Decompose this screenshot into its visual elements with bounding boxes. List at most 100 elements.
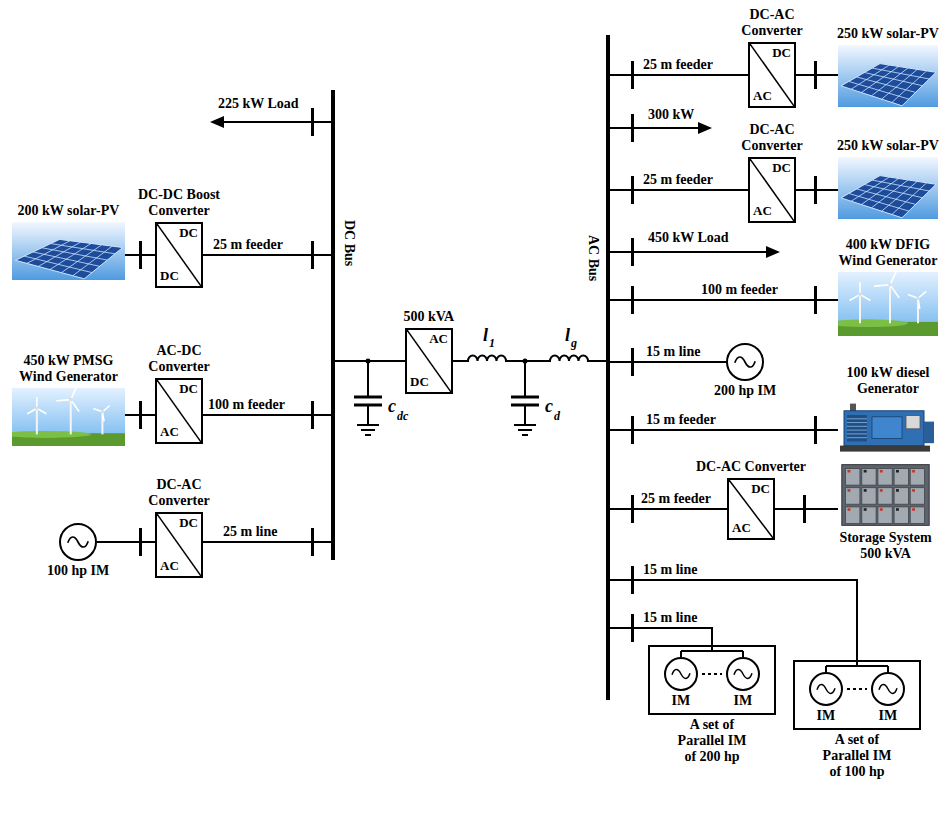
heading-label: 200 hp IM — [714, 383, 776, 399]
source-picture: 400 kW DFIG Wind Generator — [838, 272, 938, 336]
rect-shape — [311, 528, 314, 556]
source-picture: 200 kW solar-PV — [12, 222, 125, 280]
motor-group-box: A set of Parallel IM of 100 hpIMIM — [793, 660, 921, 730]
heading-label: IM — [734, 693, 753, 709]
polygon-shape — [698, 122, 712, 134]
line-shape — [847, 437, 867, 438]
rect-shape — [910, 469, 924, 486]
symbol-label: c — [545, 396, 553, 417]
line-shape — [847, 422, 867, 423]
rect-shape — [838, 45, 938, 107]
line-shape — [354, 396, 382, 399]
circle-shape — [858, 293, 862, 297]
feeder-line — [775, 508, 838, 510]
source-illustration — [12, 222, 125, 280]
path-shape — [548, 356, 590, 361]
port-label: AC — [732, 521, 751, 536]
heading-label: DC-AC Converter — [727, 122, 817, 154]
rect-shape — [311, 241, 314, 269]
line-shape — [859, 294, 861, 323]
circle-shape — [888, 283, 892, 287]
inductor-symbols — [466, 348, 590, 364]
rect-shape — [912, 470, 915, 473]
line-shape — [518, 429, 532, 431]
line-shape — [890, 272, 897, 285]
feeder-line — [97, 541, 155, 543]
port-label: DC — [772, 161, 791, 176]
bus-label: DC Bus — [341, 220, 357, 266]
rect-shape — [814, 286, 817, 314]
rect-shape — [864, 508, 867, 511]
diagonal-line — [750, 159, 794, 221]
rect-shape — [803, 495, 806, 523]
motor-circle: 200 hp IM — [726, 343, 764, 381]
port-label: AC — [160, 425, 179, 440]
source-illustration — [838, 400, 938, 460]
symbol-label: c — [388, 396, 396, 417]
heading-label: IM — [672, 693, 691, 709]
symbol-label: l — [565, 325, 570, 346]
ellipse-shape — [12, 431, 91, 438]
heading-label: DC-AC Converter — [727, 7, 817, 39]
rect-shape — [896, 489, 899, 492]
ac-symbol — [728, 659, 758, 689]
source-illustration — [838, 272, 938, 336]
rect-shape — [846, 488, 860, 505]
path-shape — [466, 356, 508, 361]
rect-shape — [894, 488, 908, 505]
line-shape — [71, 388, 77, 400]
feeder-line — [610, 361, 726, 363]
sine-wave — [735, 357, 755, 367]
line-shape — [73, 246, 112, 276]
feeder-line — [610, 74, 748, 76]
port-label: DC — [772, 46, 791, 61]
rect-shape — [814, 176, 817, 204]
rect-shape — [548, 348, 590, 364]
feeder-line — [610, 189, 748, 191]
rect-shape — [862, 488, 876, 505]
line-shape — [610, 127, 700, 129]
bus-bar: AC Bus — [606, 35, 610, 700]
line-shape — [847, 433, 867, 434]
converter-box: DCACDC-AC Converter — [748, 42, 796, 108]
rect-shape — [872, 417, 902, 439]
rect-shape — [139, 241, 142, 269]
converter-box: DCACDC-AC Converter — [727, 478, 775, 540]
rect-shape — [847, 415, 867, 441]
port-label: DC — [160, 269, 179, 284]
rect-shape — [912, 489, 915, 492]
heading-label: IM — [817, 708, 836, 724]
rect-shape — [848, 489, 851, 492]
rect-shape — [631, 348, 634, 376]
source-illustration — [838, 45, 938, 107]
converter-box: DCACDC-AC Converter — [748, 157, 796, 223]
converter-box: ACDC500 kVA — [405, 328, 453, 394]
line-shape — [367, 361, 369, 397]
rect-shape — [631, 495, 634, 523]
feeder-label: 15 m line — [642, 562, 698, 578]
rect-shape — [906, 416, 920, 429]
line-shape — [847, 418, 867, 419]
rect-shape — [848, 508, 851, 511]
circle-shape — [101, 410, 105, 414]
source-picture: 250 kW solar-PV — [838, 157, 938, 219]
source-picture: Storage System 500 kVA — [838, 462, 933, 528]
line-shape — [367, 405, 369, 425]
heading-label: DC-DC Boost Converter — [134, 187, 224, 219]
rect-shape — [848, 470, 851, 473]
rect-shape — [846, 507, 860, 524]
line-shape — [524, 405, 526, 425]
line-shape — [361, 429, 375, 431]
circle-shape — [69, 398, 73, 402]
port-label: DC — [179, 516, 198, 531]
line-shape — [522, 434, 528, 436]
symbol-label: l — [483, 325, 488, 346]
feeder-label: 15 m line — [645, 344, 701, 360]
port-label: AC — [429, 332, 448, 347]
feeder-label: 25 m feeder — [642, 57, 714, 73]
diagonal-line — [157, 224, 201, 286]
polygon-shape — [841, 176, 936, 218]
